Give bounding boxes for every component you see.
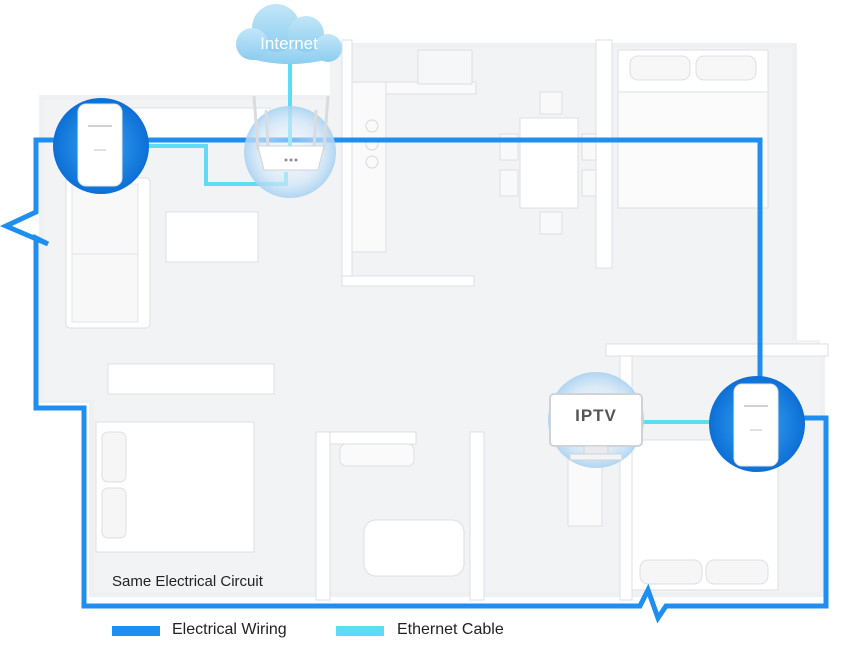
powerline-adapter-right (709, 376, 805, 472)
bedroom-bottom-left (95, 363, 275, 553)
iptv-label: IPTV (575, 406, 617, 425)
dining-table (499, 91, 601, 235)
living-room (65, 107, 271, 329)
legend-electrical-swatch (112, 626, 160, 636)
legend-ethernet-label: Ethernet Cable (397, 621, 504, 638)
legend-ethernet-swatch (336, 626, 384, 636)
bathroom (315, 431, 485, 601)
router-device (244, 95, 336, 198)
kitchen (341, 39, 477, 287)
internet-label: Internet (260, 34, 318, 53)
iptv-device (548, 372, 644, 468)
legend-electrical-label: Electrical Wiring (172, 621, 287, 638)
same-circuit-label: Same Electrical Circuit (112, 573, 263, 590)
cloud-icon (236, 4, 342, 64)
powerline-adapter-left (53, 98, 149, 194)
bedroom-top-right (595, 39, 769, 269)
